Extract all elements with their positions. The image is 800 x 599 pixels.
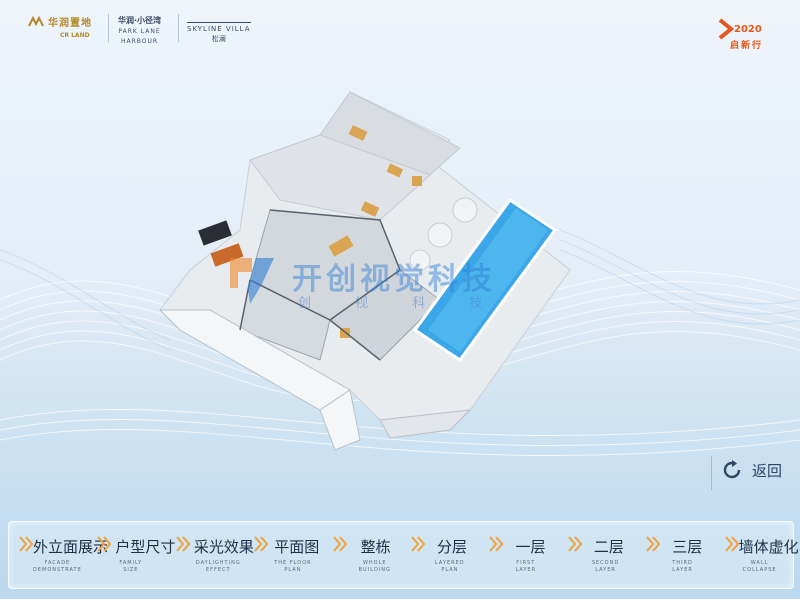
nav-daylighting[interactable]: 采光效果 DAYLIGHTING EFFECT xyxy=(166,522,254,588)
villa-name-cn: 松澜 xyxy=(211,35,226,43)
villa-name-en: SKYLINE VILLA xyxy=(187,22,251,33)
chevron-right-icon xyxy=(254,536,269,552)
orange-chevron-icon xyxy=(718,18,734,40)
nav-sublabel: THIRD LAYER xyxy=(672,560,693,573)
chevron-right-icon xyxy=(97,536,112,552)
cr-land-mark-icon xyxy=(28,15,44,27)
chevron-right-icon xyxy=(411,536,426,552)
nav-first-layer[interactable]: 一层 FIRST LAYER xyxy=(479,522,557,588)
nav-label: 三层 xyxy=(672,538,703,556)
header: 华润置地 CR LAND 华润·小径湾 PARK LANE HARBOUR SK… xyxy=(0,0,800,60)
2020-badge: 2020 启新行 xyxy=(718,14,778,54)
watermark-subtitle: 创 视 科 技 xyxy=(298,296,503,311)
nav-floor-plan[interactable]: 平面图 THE FLOOR PLAN xyxy=(244,522,322,588)
nav-label: 平面图 xyxy=(274,538,320,556)
nav-second-layer[interactable]: 二层 SECOND LAYER xyxy=(558,522,636,588)
chevron-right-icon xyxy=(19,536,33,552)
nav-third-layer[interactable]: 三层 THIRD LAYER xyxy=(636,522,714,588)
header-divider xyxy=(108,14,109,42)
chevron-right-icon xyxy=(489,536,504,552)
header-divider xyxy=(178,14,179,42)
back-button[interactable]: 返回 xyxy=(720,458,782,482)
nav-layered[interactable]: 分层 LAYERED PLAN xyxy=(401,522,479,588)
brand-name-en: CR LAND xyxy=(60,32,90,39)
nav-label: 分层 xyxy=(437,538,468,556)
badge-text: 启新行 xyxy=(730,41,764,51)
park-lane-harbour-logo: 华润·小径湾 PARK LANE HARBOUR xyxy=(118,15,161,46)
watermark: 开创视觉科技 创 视 科 技 xyxy=(222,244,522,314)
refresh-back-icon xyxy=(723,460,741,479)
chevron-right-icon xyxy=(176,536,190,552)
skyline-villa-logo: SKYLINE VILLA 松澜 xyxy=(187,22,251,44)
nav-sublabel: WALL COLLAPSE xyxy=(742,560,777,573)
nav-sublabel: WHOLE BUILDING xyxy=(358,560,391,573)
watermark-title: 开创视觉科技 xyxy=(292,262,496,297)
watermark-logo-icon xyxy=(230,258,274,304)
chevron-right-icon xyxy=(568,536,582,552)
nav-whole-building[interactable]: 整栋 WHOLE BUILDING xyxy=(323,522,401,588)
chevron-right-icon xyxy=(332,536,347,552)
nav-sublabel: SECOND LAYER xyxy=(591,560,620,573)
project-name-cn: 华润·小径湾 xyxy=(118,16,162,25)
back-label: 返回 xyxy=(752,461,783,480)
nav-sublabel: FACADE DEMONSTRATE xyxy=(33,560,82,573)
nav-sublabel: DAYLIGHTING EFFECT xyxy=(195,560,241,573)
brand-name-cn: 华润置地 xyxy=(48,18,92,29)
floor-plan-3d xyxy=(158,91,571,451)
project-name-en-2: HARBOUR xyxy=(120,38,159,45)
nav-wall-collapse[interactable]: 墙体虚化 WALL COLLAPSE xyxy=(715,522,799,588)
nav-label: 采光效果 xyxy=(193,538,254,556)
cr-land-logo: 华润置地 CR LAND xyxy=(28,14,92,44)
nav-sublabel: THE FLOOR PLAN xyxy=(274,560,312,573)
nav-label: 户型尺寸 xyxy=(115,538,176,556)
chevron-right-icon xyxy=(724,536,739,552)
nav-label: 一层 xyxy=(515,538,546,556)
nav-label: 整栋 xyxy=(360,538,391,556)
nav-sublabel: FIRST LAYER xyxy=(515,560,537,573)
nav-sublabel: FAMILY SIZE xyxy=(119,560,143,573)
nav-label: 二层 xyxy=(593,538,624,556)
nav-sublabel: LAYERED PLAN xyxy=(435,560,465,573)
badge-year: 2020 xyxy=(734,24,762,35)
nav-family-size[interactable]: 户型尺寸 FAMILY SIZE xyxy=(87,522,175,588)
nav-label: 外立面展示 xyxy=(33,538,109,556)
nav-label: 墙体虚化 xyxy=(738,538,799,556)
chevron-right-icon xyxy=(646,536,661,552)
back-divider xyxy=(711,456,712,490)
nav-facade[interactable]: 外立面展示 FACADE DEMONSTRATE xyxy=(9,522,108,588)
project-name-en-1: PARK LANE xyxy=(118,28,161,35)
bottom-nav: 外立面展示 FACADE DEMONSTRATE 户型尺寸 FAMILY SIZ… xyxy=(8,521,799,589)
